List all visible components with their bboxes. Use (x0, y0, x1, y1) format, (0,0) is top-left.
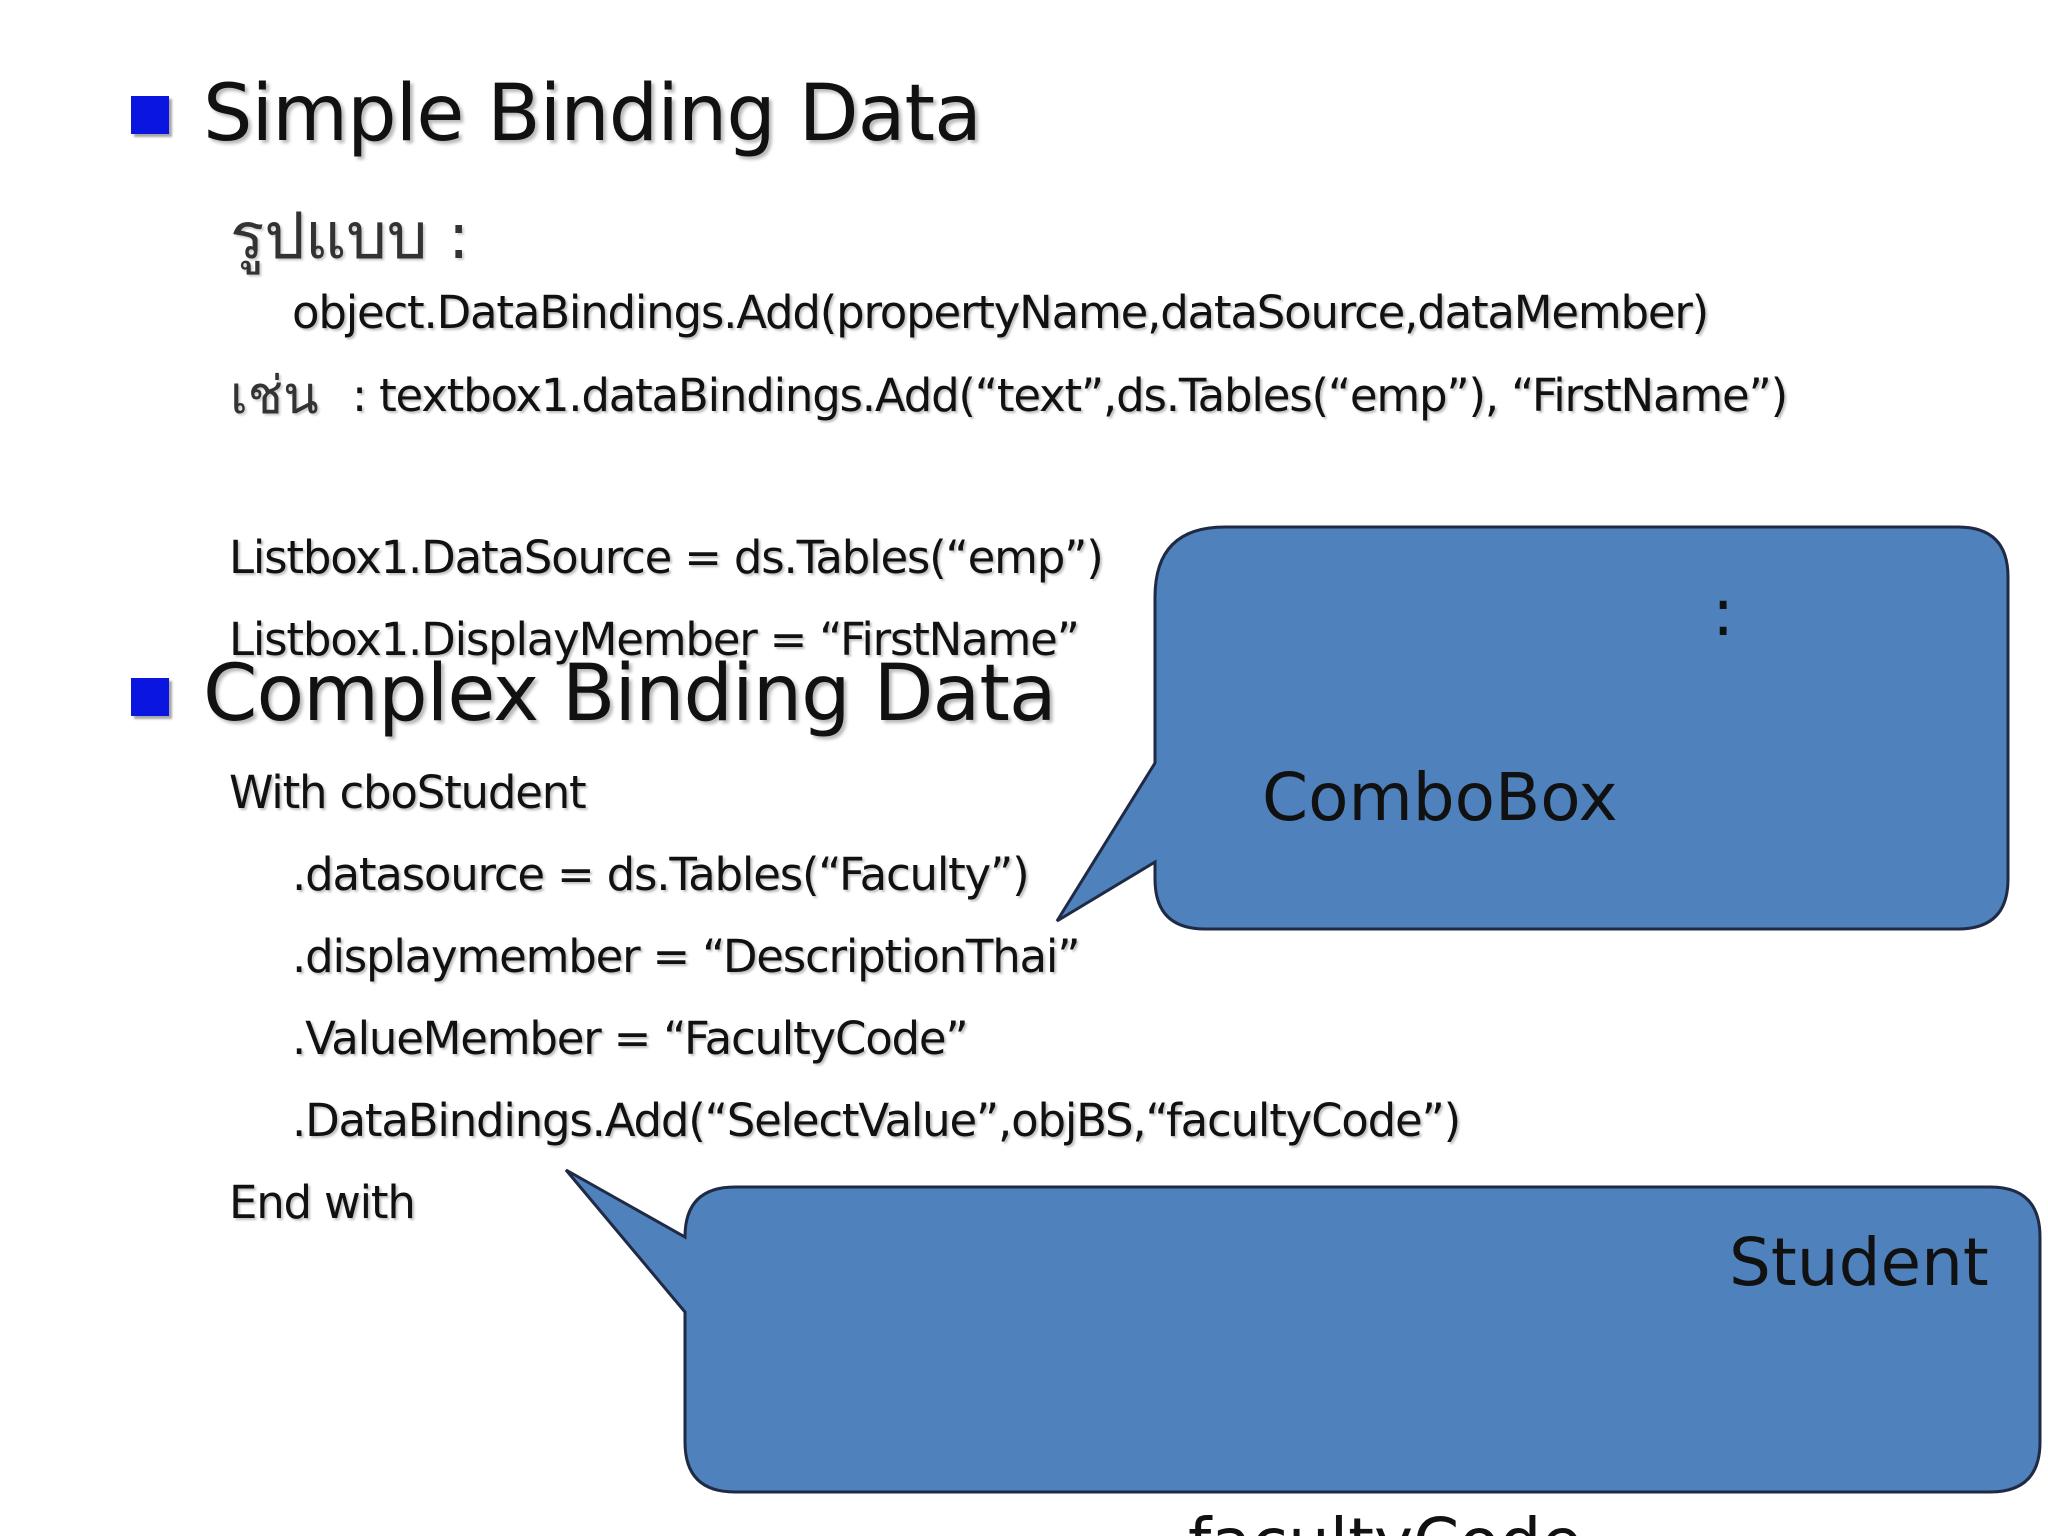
code-line-datasource: .datasource = ds.Tables(“Faculty”) (292, 848, 1030, 901)
complex-binding-heading: Complex Binding Data (203, 649, 1057, 739)
listbox-displaymember-line: Listbox1.DisplayMember = “FirstName” (229, 613, 1080, 666)
callout-facultycode-label: facultyCode (1188, 1510, 1582, 1536)
syntax-line: object.DataBindings.Add(propertyName,dat… (292, 286, 1709, 339)
callout-combobox-colon: : (1712, 574, 1735, 651)
code-line-valuemember: .ValueMember = “FacultyCode” (292, 1012, 969, 1065)
format-label: รูปแบบ : (230, 200, 470, 274)
listbox-datasource-line: Listbox1.DataSource = ds.Tables(“emp”) (229, 531, 1104, 584)
callout-bubble-student (564, 1168, 2042, 1494)
callout-combobox-label: ComboBox (1262, 759, 1618, 836)
code-line-databindings: .DataBindings.Add(“SelectValue”,objBS,“f… (292, 1094, 1461, 1147)
example-code: : textbox1.dataBindings.Add(“text”,ds.Ta… (352, 369, 1788, 422)
callout-bubble-combobox (1055, 525, 2010, 931)
code-line-end-with: End with (229, 1176, 416, 1229)
code-line-displaymember: .displaymember = “DescriptionThai” (292, 930, 1081, 983)
example-label: เช่น (230, 366, 319, 426)
code-line-with: With cboStudent (229, 766, 587, 819)
bullet-square-complex (131, 678, 169, 716)
callout-student-label: Student (1729, 1224, 1989, 1301)
bullet-square-simple (131, 96, 169, 134)
simple-binding-heading: Simple Binding Data (203, 69, 982, 159)
